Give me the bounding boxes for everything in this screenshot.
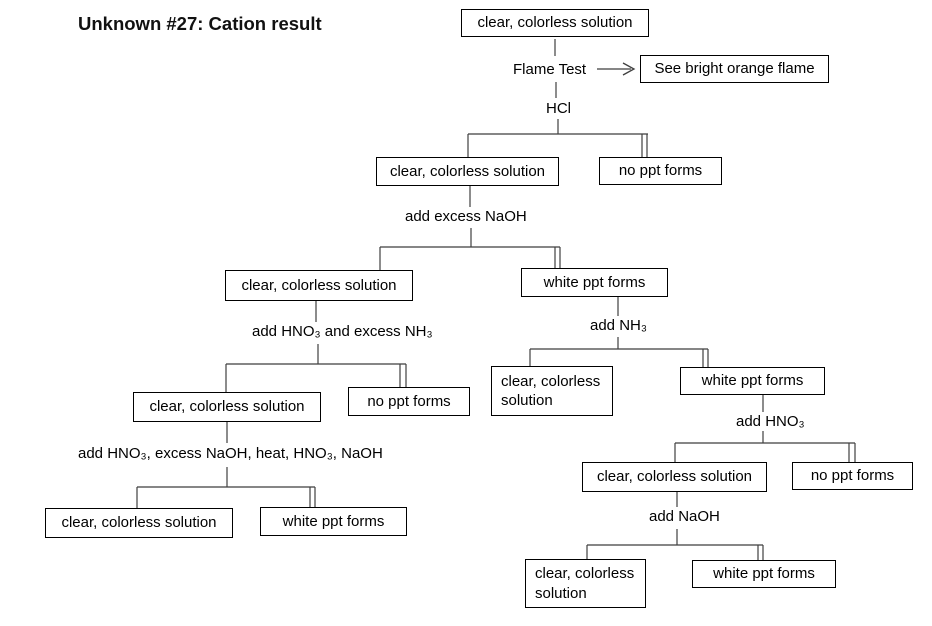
label-hcl: HCl: [546, 100, 571, 117]
node-right-final-clear: clear, colorless solution: [525, 559, 646, 608]
node-naoh-clear: clear, colorless solution: [225, 270, 413, 301]
label-flame-test: Flame Test: [513, 61, 587, 78]
label-add-excess-naoh: add excess NaOH: [405, 208, 527, 225]
label-add-hno3: add HNO₃: [736, 413, 805, 430]
node-hcl-no-ppt: no ppt forms: [599, 157, 722, 185]
page-title: Unknown #27: Cation result: [78, 13, 322, 34]
node-hno3-right-no-ppt: no ppt forms: [792, 462, 913, 490]
node-flame-test-result: See bright orange flame: [640, 55, 829, 83]
flame-test-arrow: [597, 62, 636, 76]
node-hno3-right-clear: clear, colorless solution: [582, 462, 767, 492]
node-nh3-clear: clear, colorless solution: [491, 366, 613, 416]
node-nh3-white-ppt: white ppt forms: [680, 367, 825, 395]
label-add-nh3: add NH₃: [590, 317, 647, 334]
label-add-hno3-excess-nh3: add HNO₃ and excess NH₃: [252, 323, 433, 340]
node-left-final-clear: clear, colorless solution: [45, 508, 233, 538]
node-naoh-white-ppt: white ppt forms: [521, 268, 668, 297]
node-left-final-white-ppt: white ppt forms: [260, 507, 407, 536]
node-hno3-nh3-clear: clear, colorless solution: [133, 392, 321, 422]
label-add-naoh: add NaOH: [649, 508, 720, 525]
node-right-final-white-ppt: white ppt forms: [692, 560, 836, 588]
label-add-hno3-naoh-heat: add HNO₃, excess NaOH, heat, HNO₃, NaOH: [78, 445, 383, 462]
node-hno3-nh3-no-ppt: no ppt forms: [348, 387, 470, 416]
node-hcl-clear: clear, colorless solution: [376, 157, 559, 186]
node-start-solution: clear, colorless solution: [461, 9, 649, 37]
